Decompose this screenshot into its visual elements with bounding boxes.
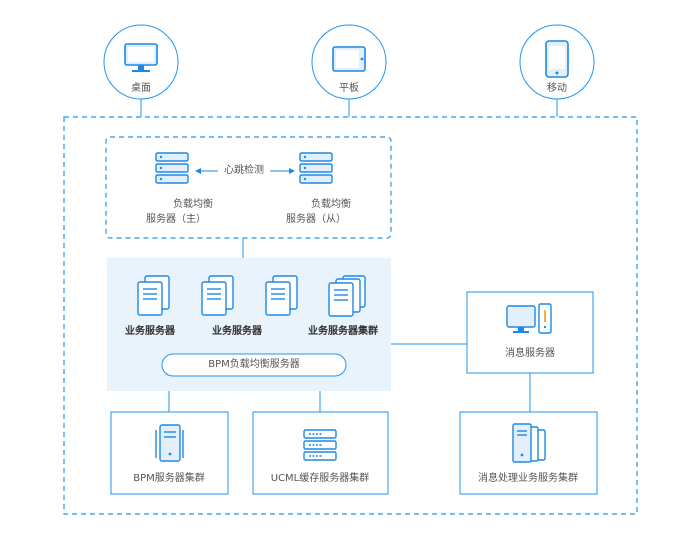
load-balancer-group — [105, 136, 392, 239]
bpm-load-balancer-label: BPM负载均衡服务器 — [208, 359, 300, 370]
mobile-icon — [545, 40, 569, 78]
device-label-mobile: 移动 — [547, 83, 567, 94]
bpm-cluster-icon — [155, 424, 184, 462]
message-server-box[interactable] — [466, 291, 594, 374]
lb-secondary-label-line2: 服务器（从） — [286, 214, 346, 225]
device-desktop[interactable] — [103, 24, 179, 100]
ucml-cache-cluster-label: UCML缓存服务器集群 — [270, 473, 370, 484]
business-server-label: 业务服务器 — [212, 326, 262, 337]
business-server-icon — [201, 275, 234, 316]
ucml-cache-icon — [303, 429, 337, 461]
business-server-cluster-icon — [328, 275, 366, 317]
heartbeat-label: 心跳检测 — [224, 165, 264, 176]
lb-primary-label-line1: 负载均衡 — [173, 199, 213, 210]
business-server-icon — [137, 275, 170, 316]
lb-secondary-server-icon — [299, 152, 333, 184]
lb-primary-label-line2: 服务器（主） — [146, 214, 206, 225]
message-processing-cluster-icon — [512, 423, 546, 463]
bpm-cluster-label: BPM服务器集群 — [133, 473, 205, 484]
cluster-connectors — [168, 373, 531, 412]
heartbeat-arrow — [195, 168, 295, 174]
message-server-label: 消息服务器 — [505, 348, 555, 359]
business-server-cluster-label: 业务服务器集群 — [308, 326, 378, 337]
message-server-icon — [506, 303, 552, 334]
device-label-tablet: 平板 — [339, 83, 359, 94]
device-label-desktop: 桌面 — [131, 83, 151, 94]
device-tablet[interactable] — [311, 24, 387, 100]
tablet-icon — [332, 46, 366, 72]
lb-secondary-label-line1: 负载均衡 — [311, 199, 351, 210]
business-server-icon — [265, 275, 298, 316]
business-server-label: 业务服务器 — [125, 326, 175, 337]
device-connectors — [140, 99, 558, 117]
device-mobile[interactable] — [519, 24, 595, 100]
lb-primary-server-icon — [155, 152, 189, 184]
message-processing-cluster-label: 消息处理业务服务集群 — [478, 473, 578, 484]
desktop-icon — [124, 43, 158, 72]
bpm-load-balancer-pill[interactable] — [161, 353, 347, 377]
outer-boundary — [63, 116, 638, 515]
